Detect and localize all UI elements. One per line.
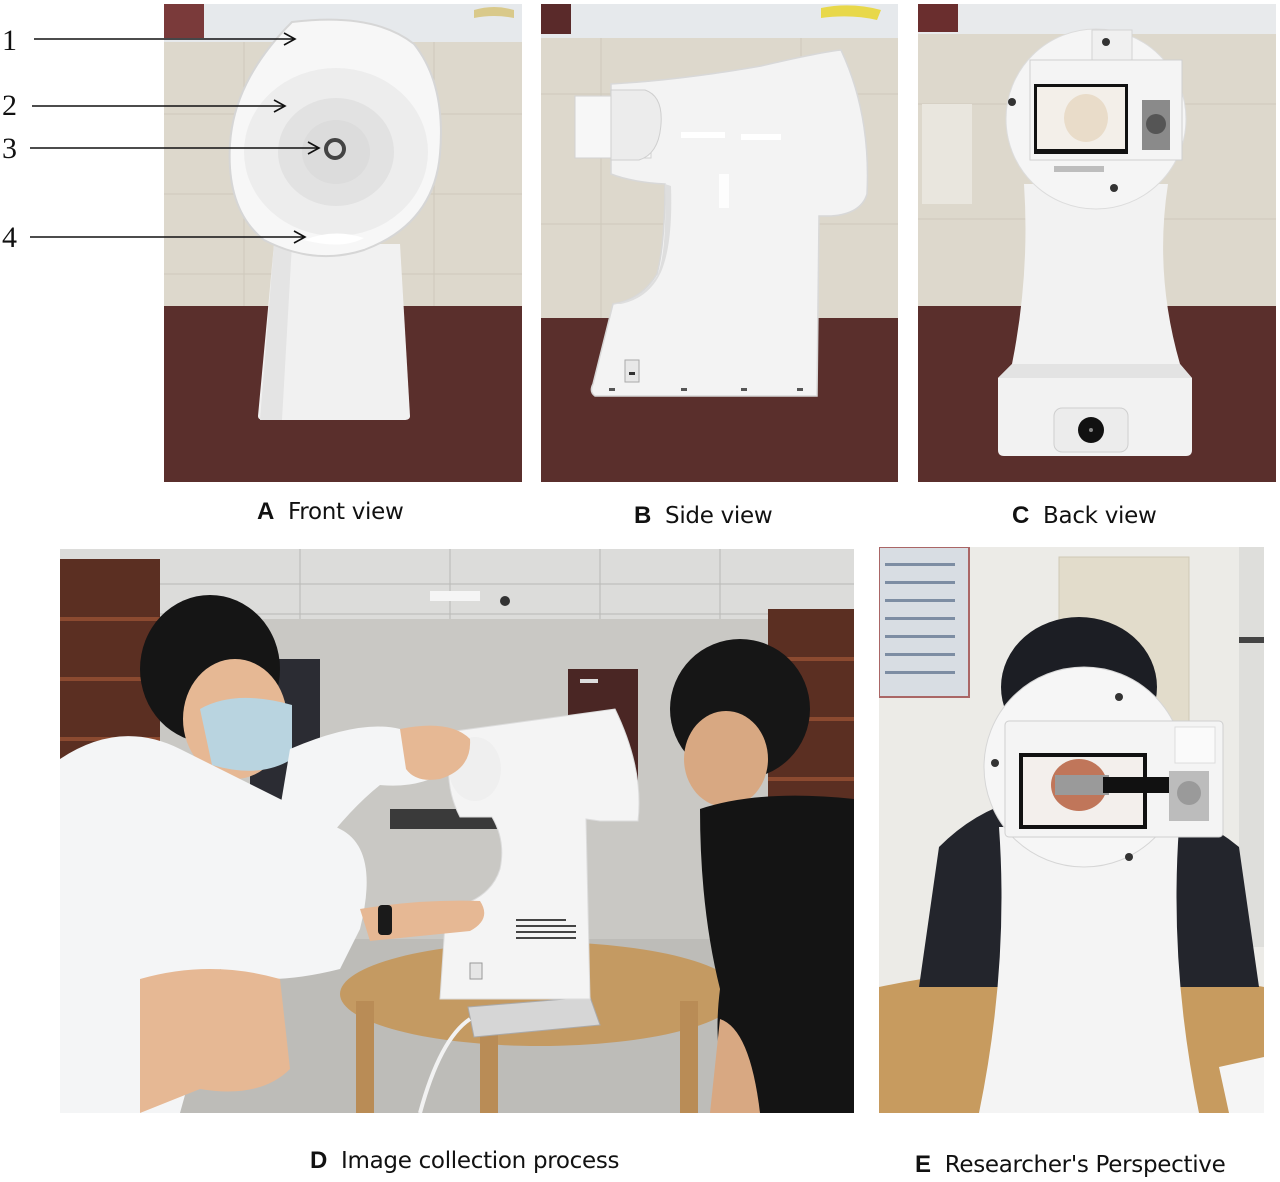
panel-a-front-view-photo	[164, 4, 522, 482]
panel-letter-a: A	[257, 498, 275, 525]
panel-c-back-view-photo	[918, 4, 1276, 482]
caption-c-text: Back view	[1043, 503, 1157, 529]
panel-letter-c: C	[1012, 502, 1030, 529]
panel-b-side-view-photo	[541, 4, 898, 482]
caption-d-text: Image collection process	[341, 1148, 620, 1174]
callout-number-1: 1	[2, 24, 17, 57]
callout-number-2: 2	[2, 89, 17, 122]
callout-number-4: 4	[2, 221, 17, 254]
caption-c: C Back view	[1012, 502, 1157, 530]
panel-e-researcher-perspective-photo	[879, 547, 1264, 1113]
panel-d-image-collection-photo	[60, 549, 854, 1113]
caption-a-text: Front view	[288, 499, 404, 525]
caption-b: B Side view	[634, 502, 773, 530]
callout-number-3: 3	[2, 132, 17, 165]
caption-a: A Front view	[257, 498, 404, 526]
panel-letter-b: B	[634, 502, 652, 529]
caption-e-text: Researcher's Perspective	[944, 1152, 1226, 1178]
caption-d: D Image collection process	[310, 1147, 620, 1175]
caption-e: E Researcher's Perspective	[915, 1151, 1226, 1179]
caption-b-text: Side view	[665, 503, 773, 529]
panel-letter-d: D	[310, 1147, 328, 1174]
panel-letter-e: E	[915, 1151, 931, 1178]
